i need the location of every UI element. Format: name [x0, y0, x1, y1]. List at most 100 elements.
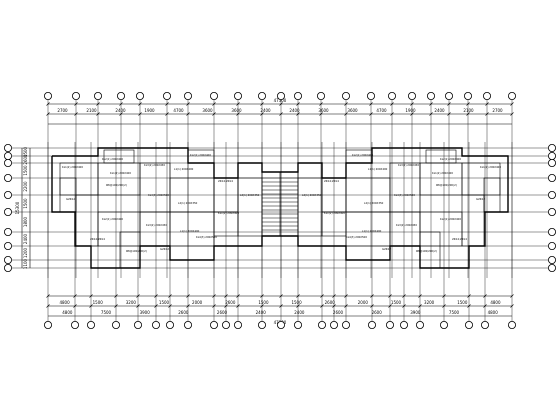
left-dimension-text: 2400 [23, 233, 28, 244]
beam-label: L2(1) 200X350 [240, 193, 260, 197]
room-outline [139, 211, 171, 247]
dimension-tick [410, 112, 414, 116]
bottom-dimension-text: 1500 [258, 300, 269, 305]
top-axis-bubble [482, 92, 491, 101]
right-axis-bubble [548, 207, 557, 216]
dimension-tick [73, 294, 77, 298]
dimension-tick [46, 294, 50, 298]
top-dimension-text: 2400 [115, 108, 126, 113]
beam-and-wall-layout [51, 147, 509, 269]
beam-label: Φ8@100/200(2) [106, 183, 127, 187]
dimension-tick [370, 294, 374, 298]
left-axis-bubble [4, 190, 12, 199]
dimension-tick [224, 304, 228, 308]
bottom-dimension-text: 1500 [457, 300, 468, 305]
bottom-axis-bubble [385, 320, 394, 329]
dimension-tick [186, 112, 190, 116]
beam-label: KL3(2) 200X450 [144, 163, 165, 167]
dimension-tick [212, 304, 216, 308]
dimension-tick [390, 112, 394, 116]
dimension-tick [224, 294, 228, 298]
dimension-tick [320, 294, 324, 298]
axis-bubbles [4, 92, 557, 329]
bottom-dimension-text: 2000 [358, 300, 369, 305]
dimension-tick [89, 304, 93, 308]
bottom-dimension-text: 2600 [372, 310, 383, 315]
bottom-dimension-text: 3200 [126, 300, 137, 305]
right-axis-bubble [548, 227, 557, 236]
bottom-axis-bubble [415, 320, 424, 329]
top-dimension-text: 2100 [463, 108, 474, 113]
dimension-tick [320, 304, 324, 308]
dimension-tick [296, 112, 300, 116]
right-axis-bubble [548, 241, 557, 250]
dimension-tick [418, 304, 422, 308]
dimension-tick [260, 294, 264, 298]
top-dimension-text: 2700 [492, 108, 503, 113]
left-axis-bubble [4, 263, 12, 272]
room-outline [389, 211, 421, 247]
dimension-tick [344, 304, 348, 308]
left-dimension-text: 1500 [23, 165, 28, 176]
dimension-tick [429, 102, 433, 106]
beam-label: 2Φ14;2Φ14 [452, 237, 467, 241]
dimension-tick [212, 294, 216, 298]
dimension-tick [138, 112, 142, 116]
bottom-axis-bubble [233, 320, 242, 329]
top-axis-bubble [233, 92, 242, 101]
left-dimension-text: 1100 [23, 258, 28, 269]
beam-label: Φ8@100/200(2) [436, 183, 457, 187]
room-outline [169, 211, 215, 247]
room-outline [425, 149, 457, 164]
left-axis-bubble [4, 207, 12, 216]
dimension-tick [46, 112, 50, 116]
dimension-tick [485, 102, 489, 106]
dimension-tick [510, 112, 514, 116]
beam-label: G2Φ12 [160, 247, 169, 251]
room-outline [297, 177, 323, 237]
beam-label: L2(1) 200X350 [364, 201, 384, 205]
dimension-tick [236, 102, 240, 106]
top-axis-bubble [341, 92, 350, 101]
dimension-tick [296, 102, 300, 106]
top-axis-bubble [426, 92, 435, 101]
left-axis-bubble [4, 173, 12, 182]
bottom-axis-bubble [112, 320, 121, 329]
top-axis-bubble [94, 92, 103, 101]
room-outline [419, 162, 463, 196]
dimension-tick [319, 112, 323, 116]
beam-label: KL1(2) 200X400 [62, 165, 83, 169]
left-axis-bubble [4, 241, 12, 250]
top-axis-bubble [316, 92, 325, 101]
top-axis-bubble [366, 92, 375, 101]
beam-label: KL2(1) 200X400 [352, 153, 373, 157]
top-dimension-text: 2400 [434, 108, 445, 113]
dimension-tick [168, 294, 172, 298]
dimension-tick [344, 294, 348, 298]
dimension-tick [154, 304, 158, 308]
top-axis-bubble [72, 92, 81, 101]
room-outline [103, 149, 135, 164]
dimension-tick [46, 102, 50, 106]
dimension-tick [154, 294, 158, 298]
bottom-dimension-text: 1500 [291, 300, 302, 305]
beam-label: L1(1) 200X400 [174, 167, 194, 171]
left-axis-bubble [4, 255, 12, 264]
right-axis-bubble [548, 158, 557, 167]
dimension-tick [418, 294, 422, 298]
dimension-tick [96, 112, 100, 116]
beam-label: KL1(2) 200X400 [432, 171, 453, 175]
dimension-tick [119, 112, 123, 116]
bottom-dimension-text: 2600 [325, 300, 336, 305]
dimension-tick [402, 294, 406, 298]
room-outline [419, 231, 441, 269]
beam-label: L2(1) 200X350 [178, 201, 198, 205]
beam-label: L2(1) 200X350 [302, 193, 322, 197]
beam-label: KL4(3) 200X500 [148, 193, 169, 197]
beam-label: L1(1) 200X400 [180, 229, 200, 233]
bottom-dimension-text: 7500 [101, 310, 112, 315]
beam-label: L1(1) 200X400 [362, 229, 382, 233]
bottom-dimension-text: 2400 [256, 310, 267, 315]
